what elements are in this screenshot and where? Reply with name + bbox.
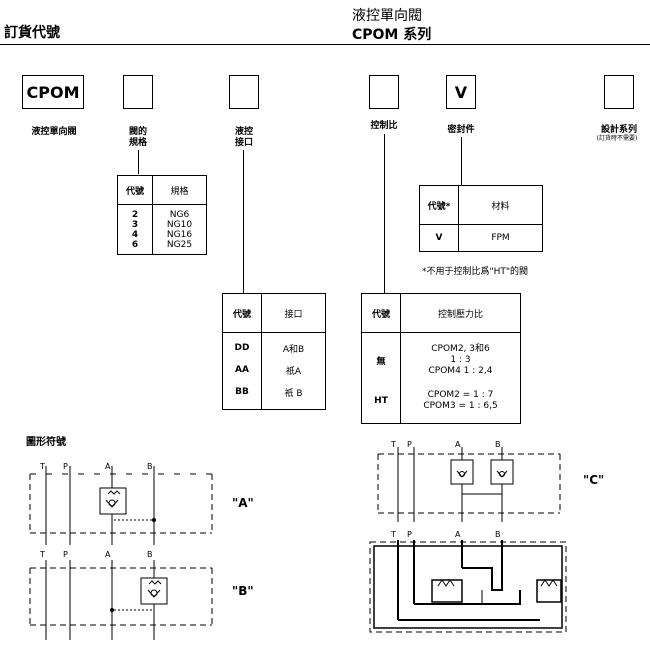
size-row-spec: NG10 <box>166 220 193 230</box>
size-row-code: 4 <box>117 230 153 240</box>
port-a-label-a: A <box>105 462 111 471</box>
ratio-header-value: 控制壓力比 <box>400 293 521 333</box>
conn-row-code: BB <box>222 381 262 410</box>
ratio-row-code: HT <box>361 383 401 424</box>
size-row-code: 6 <box>117 240 153 255</box>
size-header-spec: 規格 <box>152 175 207 205</box>
connection-table: 代號 接口 DD A和B AA 祇A BB 祇 B <box>222 293 326 410</box>
symbol-a-diagram <box>29 466 213 545</box>
symbol-c-tag: "C" <box>583 473 605 487</box>
order-code-title: 訂貨代號 <box>4 25 60 41</box>
symbol-b-diagram <box>29 560 213 640</box>
symbol-c-diagram <box>377 447 561 522</box>
connection-connector <box>243 150 244 293</box>
port-t-label-b: T <box>40 550 45 559</box>
ratio-line: CPOM4 1 : 2,4 <box>428 365 493 376</box>
ratio-row-code: 無 <box>361 332 401 383</box>
ratio-label: 控制比 <box>370 121 398 131</box>
ratio-line: CPOM2 = 1 : 7 <box>427 390 494 400</box>
seal-label: 密封件 <box>447 125 475 135</box>
seal-row-material: FPM <box>491 233 510 243</box>
design-note: (訂貨時不需要) <box>596 135 638 142</box>
port-p-label-b: P <box>63 550 68 559</box>
valve-section-diagram <box>369 540 567 633</box>
port-p-label-section: P <box>407 530 412 539</box>
port-p-label-c: P <box>407 440 412 449</box>
header-rule <box>0 44 650 45</box>
ratio-connector <box>384 134 385 293</box>
size-label-2: 規格 <box>128 138 147 148</box>
series-title: CPOM 系列 <box>352 27 432 43</box>
symbols-title: 圖形符號 <box>26 437 66 448</box>
conn-row-port: 祇 B <box>284 388 303 399</box>
seal-footnote: *不用于控制比爲"HT"的閥 <box>422 267 529 277</box>
design-label: 設計系列 <box>600 125 637 135</box>
conn-row-code: DD <box>222 332 262 359</box>
port-b-label-c: B <box>495 440 501 449</box>
seal-row-code: V <box>419 224 459 252</box>
size-row-spec: NG16 <box>166 230 193 240</box>
conn-header-code: 代號 <box>222 293 262 333</box>
ratio-line: CPOM3 = 1 : 6,5 <box>423 401 498 411</box>
size-row-code: 2 <box>117 204 153 220</box>
size-connector <box>138 150 139 174</box>
port-b-label-b: B <box>147 550 153 559</box>
ratio-header-code: 代號 <box>361 293 401 333</box>
design-code-box <box>604 75 634 109</box>
product-title: 液控單向閥 <box>352 8 422 24</box>
port-p-label-a: P <box>63 462 68 471</box>
symbol-a-tag: "A" <box>232 496 254 510</box>
size-code-box <box>123 75 153 109</box>
connection-code-box <box>229 75 259 109</box>
size-row-spec: NG25 <box>166 240 193 250</box>
seal-header-code: 代號* <box>419 185 459 225</box>
ratio-line: CPOM2, 3和6 <box>431 343 490 354</box>
ratio-code-box <box>369 75 399 109</box>
conn-header-port: 接口 <box>261 293 326 333</box>
size-header-code: 代號 <box>117 175 153 205</box>
model-code-box: CPOM <box>22 75 84 109</box>
port-t-label-a: T <box>40 462 45 471</box>
model-label: 液控單向閥 <box>31 127 77 137</box>
size-label-1: 閥的 <box>128 127 147 137</box>
seal-connector <box>461 137 462 185</box>
port-a-label-b: A <box>105 550 111 559</box>
conn-row-code: AA <box>222 359 262 381</box>
port-b-label-a: B <box>147 462 153 471</box>
seal-table: 代號* 材料 V FPM <box>419 185 543 252</box>
port-b-label-section: B <box>495 530 501 539</box>
size-table: 代號 規格 2 NG6 3 NG10 4 NG16 6 NG25 <box>117 175 207 255</box>
connection-label-2: 接口 <box>234 138 253 148</box>
port-a-label-c: A <box>455 440 461 449</box>
port-t-label-c: T <box>391 440 396 449</box>
conn-row-port: A和B <box>282 344 305 355</box>
seal-header-material: 材料 <box>458 185 543 225</box>
port-a-label-section: A <box>455 530 461 539</box>
size-row-code: 3 <box>117 220 153 230</box>
symbol-b-tag: "B" <box>232 584 254 598</box>
seal-code-box: V <box>446 75 476 109</box>
port-t-label-section: T <box>391 530 396 539</box>
ratio-line: 1 : 3 <box>450 354 471 365</box>
size-row-spec: NG6 <box>169 210 190 220</box>
conn-row-port: 祇A <box>285 366 302 377</box>
connection-label-1: 液控 <box>234 127 253 137</box>
ratio-table: 代號 控制壓力比 無 CPOM2, 3和6 1 : 3 CPOM4 1 : 2,… <box>361 293 521 424</box>
